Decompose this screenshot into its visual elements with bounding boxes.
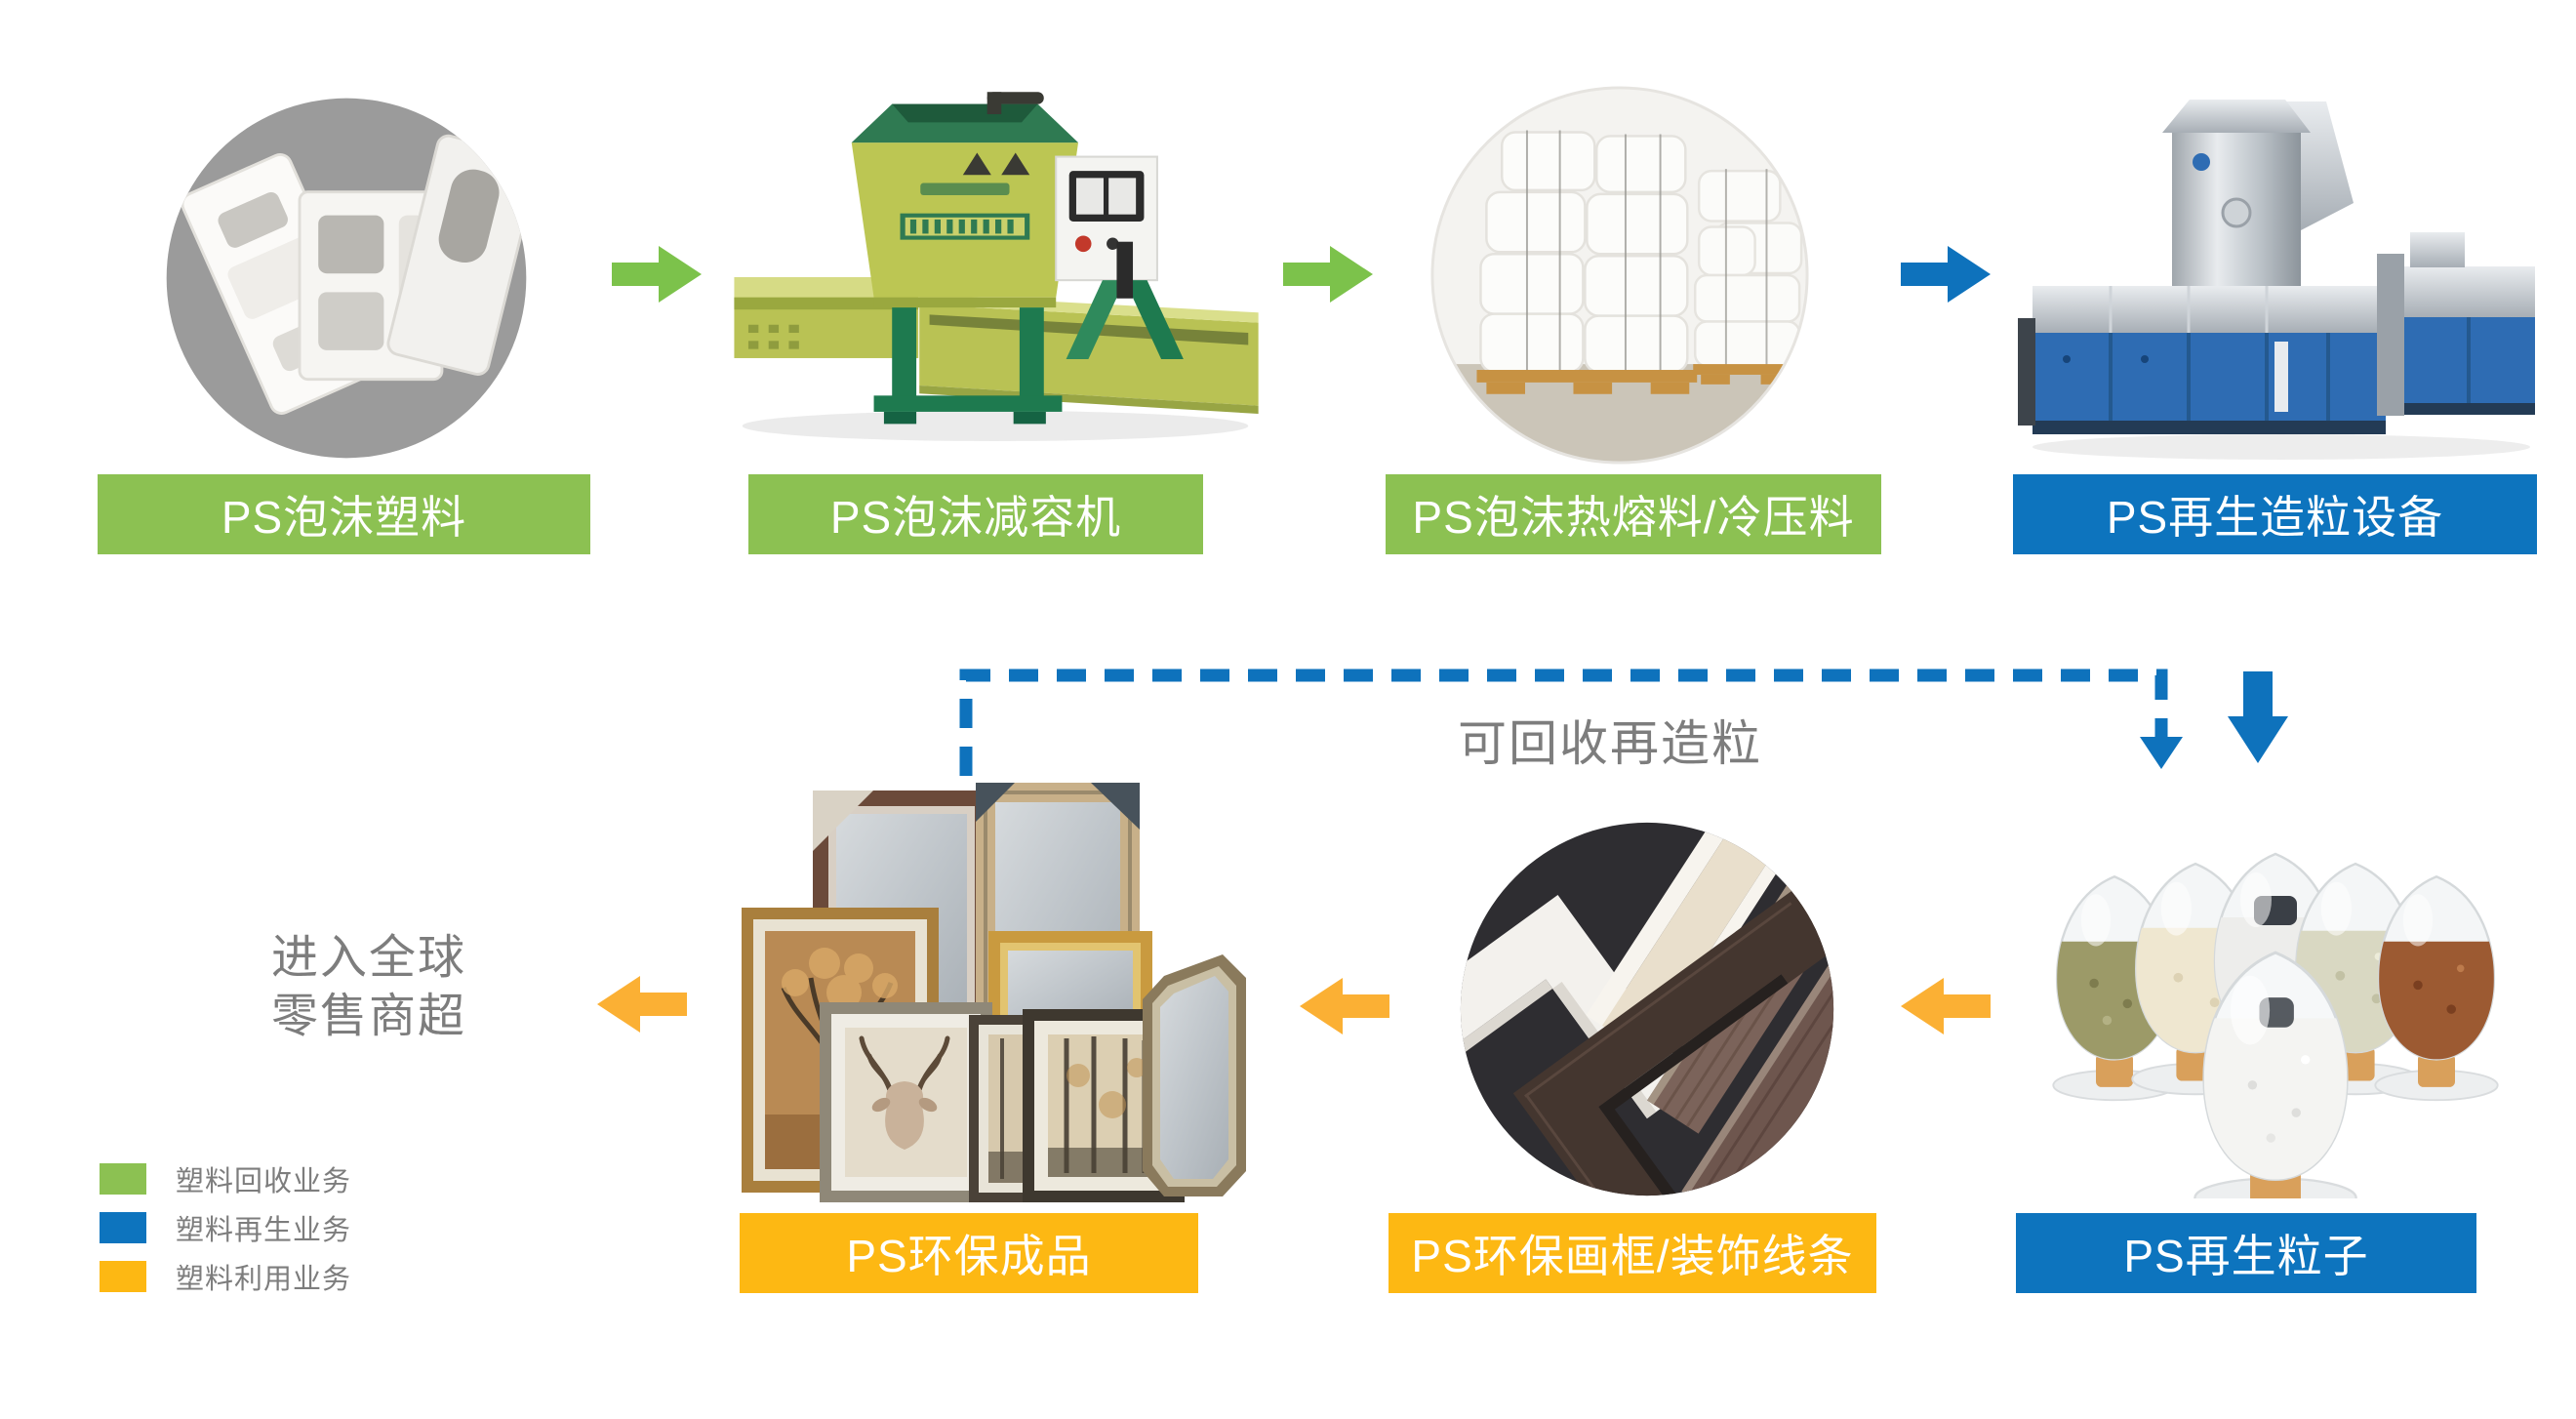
stage-label-hot-melt: PS泡沫热熔料/冷压料 bbox=[1386, 474, 1881, 554]
stage-label-text: PS泡沫塑料 bbox=[221, 492, 467, 543]
stage-label-finished-products: PS环保成品 bbox=[740, 1213, 1198, 1293]
arrow-pellets-to-moldings bbox=[1901, 978, 1991, 1034]
global-retail-line2: 零售商超 bbox=[270, 991, 466, 1042]
stage-label-text: PS再生粒子 bbox=[2123, 1231, 2369, 1281]
stage-label-text: PS再生造粒设备 bbox=[2106, 492, 2444, 543]
legend-label: 塑料再生业务 bbox=[176, 1215, 352, 1246]
recyclable-note: 可回收再造粒 bbox=[1405, 705, 1815, 775]
legend: 塑料回收业务 塑料再生业务 塑料利用业务 bbox=[100, 1163, 351, 1310]
legend-item-regeneration: 塑料再生业务 bbox=[100, 1212, 351, 1246]
arrow-moldings-to-products bbox=[1300, 978, 1389, 1034]
finished-products-image bbox=[742, 783, 1246, 1202]
recycled-pellets-image bbox=[2052, 852, 2499, 1198]
arrow-hotmelt-to-pelletizer bbox=[1901, 246, 1991, 303]
foam-bales-image bbox=[1430, 86, 1809, 465]
stage-label-recycled-pellets: PS再生粒子 bbox=[2016, 1213, 2476, 1293]
arrow-products-to-market bbox=[597, 976, 687, 1033]
stage-label-text: PS环保画框/装饰线条 bbox=[1411, 1231, 1854, 1281]
foam-plastic-image bbox=[166, 98, 527, 459]
stage-label-text: PS环保成品 bbox=[846, 1231, 1092, 1281]
legend-swatch-green bbox=[100, 1163, 146, 1195]
stage-label-text: PS泡沫热熔料/冷压料 bbox=[1412, 492, 1855, 543]
legend-label: 塑料利用业务 bbox=[176, 1264, 352, 1295]
stage-label-frame-moldings: PS环保画框/装饰线条 bbox=[1389, 1213, 1876, 1293]
recyclable-note-text: 可回收再造粒 bbox=[1458, 716, 1762, 771]
arrow-foam-to-compactor bbox=[612, 246, 702, 303]
foam-compactor-image bbox=[734, 92, 1259, 441]
global-retail-text: 进入全球 零售商超 bbox=[222, 929, 515, 1046]
stage-label-compactor: PS泡沫减容机 bbox=[748, 474, 1203, 554]
legend-item-recycling: 塑料回收业务 bbox=[100, 1163, 351, 1197]
dashed-recycle-connector bbox=[959, 669, 2183, 776]
arrow-pelletizer-to-pellets bbox=[2228, 671, 2288, 763]
stage-label-foam-plastic: PS泡沫塑料 bbox=[98, 474, 590, 554]
global-retail-line1: 进入全球 bbox=[270, 932, 466, 984]
pelletizing-machine-image bbox=[2018, 100, 2535, 460]
legend-swatch-yellow bbox=[100, 1261, 146, 1292]
arrow-compactor-to-hotmelt bbox=[1283, 246, 1373, 303]
legend-item-utilization: 塑料利用业务 bbox=[100, 1261, 351, 1295]
legend-label: 塑料回收业务 bbox=[176, 1166, 352, 1197]
legend-swatch-blue bbox=[100, 1212, 146, 1243]
stage-label-pelletizing-machine: PS再生造粒设备 bbox=[2013, 474, 2537, 554]
stage-label-text: PS泡沫减容机 bbox=[829, 492, 1122, 543]
frame-moldings-image bbox=[1460, 822, 1834, 1196]
